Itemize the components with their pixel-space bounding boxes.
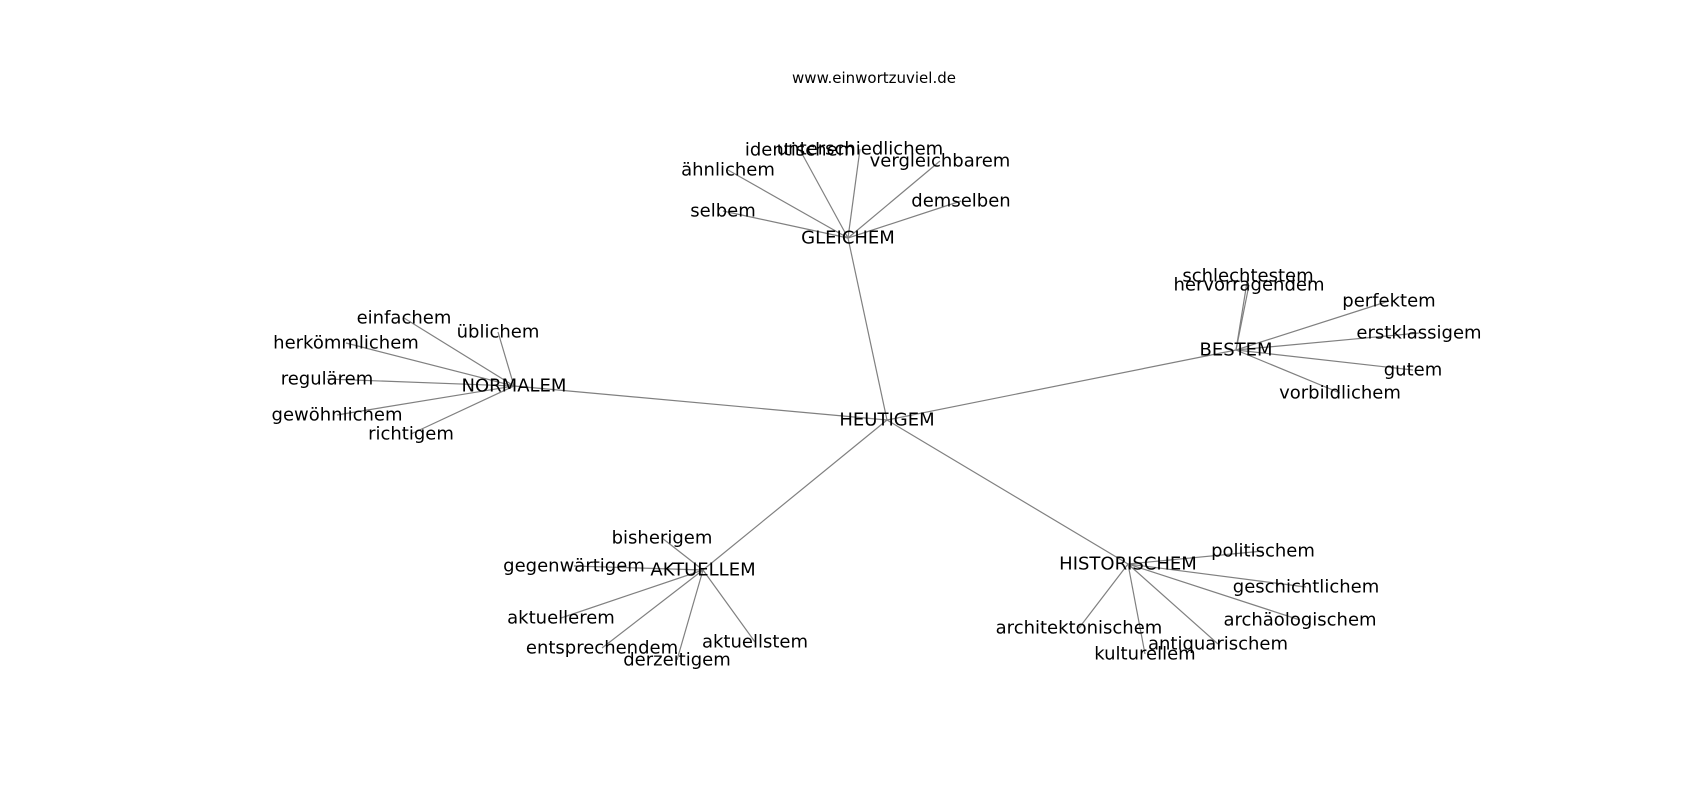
edge-aktuellem-aktuellerem (560, 569, 704, 619)
leaf-node-derzeitigem: derzeitigem (623, 650, 731, 671)
edge-gleichem-demselben (847, 200, 962, 239)
leaf-node-einfachem: einfachem (357, 308, 452, 329)
edge-normalem-ueblichem (497, 331, 515, 387)
leaf-node-perfektem: perfektem (1342, 291, 1435, 312)
edge-bestem-hervorragendem (1235, 284, 1250, 351)
center-node-label: HEUTIGEM (839, 410, 934, 431)
leaf-node-vorbildlichem: vorbildlichem (1279, 383, 1401, 404)
edge-aktuellem-derzeitigem (676, 569, 704, 661)
hub-node-aktuellem: AKTUELLEM (650, 560, 755, 581)
leaf-node-gutem: gutem (1384, 360, 1443, 381)
leaf-node-entsprechendem: entsprechendem (526, 638, 678, 659)
leaf-node-archaeologischem: archäologischem (1223, 610, 1376, 631)
leaf-node-schlechtestem: schlechtestem (1182, 266, 1313, 287)
edge-historischem-kulturellem (1127, 563, 1146, 655)
leaf-node-gegenwaertigem: gegenwärtigem (503, 556, 645, 577)
edge-center-gleichem (847, 237, 888, 421)
edge-center-aktuellem (702, 419, 888, 571)
edge-normalem-gewoehnlichem (336, 385, 515, 416)
graph-edges (326, 148, 1420, 661)
edge-aktuellem-gegenwaertigem (573, 565, 704, 571)
leaf-node-identischem: identischem (745, 140, 855, 161)
leaf-node-vergleichbarem: vergleichbarem (870, 151, 1011, 172)
edge-normalem-einfachem (403, 317, 515, 387)
leaf-node-richtigem: richtigem (368, 424, 454, 445)
edge-aktuellem-entsprechendem (601, 569, 704, 649)
edge-gleichem-identischem (799, 149, 849, 239)
leaf-node-herkoemmlichem: herkömmlichem (273, 333, 419, 354)
edge-bestem-vorbildlichem (1235, 349, 1341, 394)
leaf-node-politischem: politischem (1211, 541, 1315, 562)
edge-bestem-perfektem (1235, 300, 1390, 351)
edge-gleichem-selbem (722, 210, 849, 239)
edge-normalem-herkoemmlichem (345, 342, 515, 387)
leaf-node-architektonischem: architektonischem (996, 618, 1163, 639)
hub-node-normalem: NORMALEM (462, 376, 567, 397)
leaf-node-demselben: demselben (911, 191, 1010, 212)
edge-aktuellem-bisherigem (661, 537, 704, 571)
leaf-node-geschichtlichem: geschichtlichem (1233, 577, 1379, 598)
edge-normalem-richtigem (410, 385, 515, 435)
edge-bestem-gutem (1235, 349, 1414, 371)
edge-bestem-erstklassigem (1235, 332, 1420, 351)
edge-center-historischem (886, 419, 1129, 565)
leaf-node-aktuellstem: aktuellstem (702, 632, 808, 653)
graph-labels: HEUTIGEM GLEICHEM identischemunterschiedli… (272, 139, 1482, 671)
leaf-node-erstklassigem: erstklassigem (1356, 323, 1481, 344)
edge-center-normalem (513, 385, 888, 421)
hub-node-bestem: BESTEM (1199, 340, 1272, 361)
leaf-node-antiquarischem: antiquarischem (1148, 634, 1288, 655)
leaf-node-gewoehnlichem: gewöhnlichem (272, 405, 403, 426)
leaf-node-bisherigem: bisherigem (612, 528, 713, 549)
edge-historischem-politischem (1127, 550, 1264, 565)
edge-gleichem-vergleichbarem (847, 160, 941, 239)
edge-historischem-architektonischem (1078, 563, 1129, 629)
edge-historischem-geschichtlichem (1127, 563, 1307, 588)
leaf-node-aehnlichem: ähnlichem (681, 160, 775, 181)
edge-aktuellem-aktuellstem (702, 569, 756, 643)
edge-historischem-antiquarischem (1127, 563, 1219, 645)
edge-gleichem-aehnlichem (727, 169, 849, 239)
source-website-label: www.einwortzuviel.de (792, 69, 956, 87)
leaf-node-ueblichem: üblichem (457, 322, 540, 343)
leaf-node-hervorragendem: hervorragendem (1173, 275, 1324, 296)
leaf-node-regulaerem: regulärem (281, 369, 374, 390)
edge-normalem-regulaerem (326, 378, 515, 387)
leaf-node-aktuellerem: aktuellerem (507, 608, 615, 629)
edge-center-bestem (886, 349, 1237, 421)
leaf-node-selbem: selbem (690, 201, 756, 222)
leaf-node-unterschiedlichem: unterschiedlichem (777, 139, 943, 160)
hub-node-gleichem: GLEICHEM (801, 228, 895, 249)
edge-gleichem-unterschiedlichem (847, 148, 861, 239)
hub-node-historischem: HISTORISCHEM (1059, 554, 1197, 575)
edge-historischem-archaeologischem (1127, 563, 1301, 621)
leaf-node-kulturellem: kulturellem (1094, 644, 1195, 665)
